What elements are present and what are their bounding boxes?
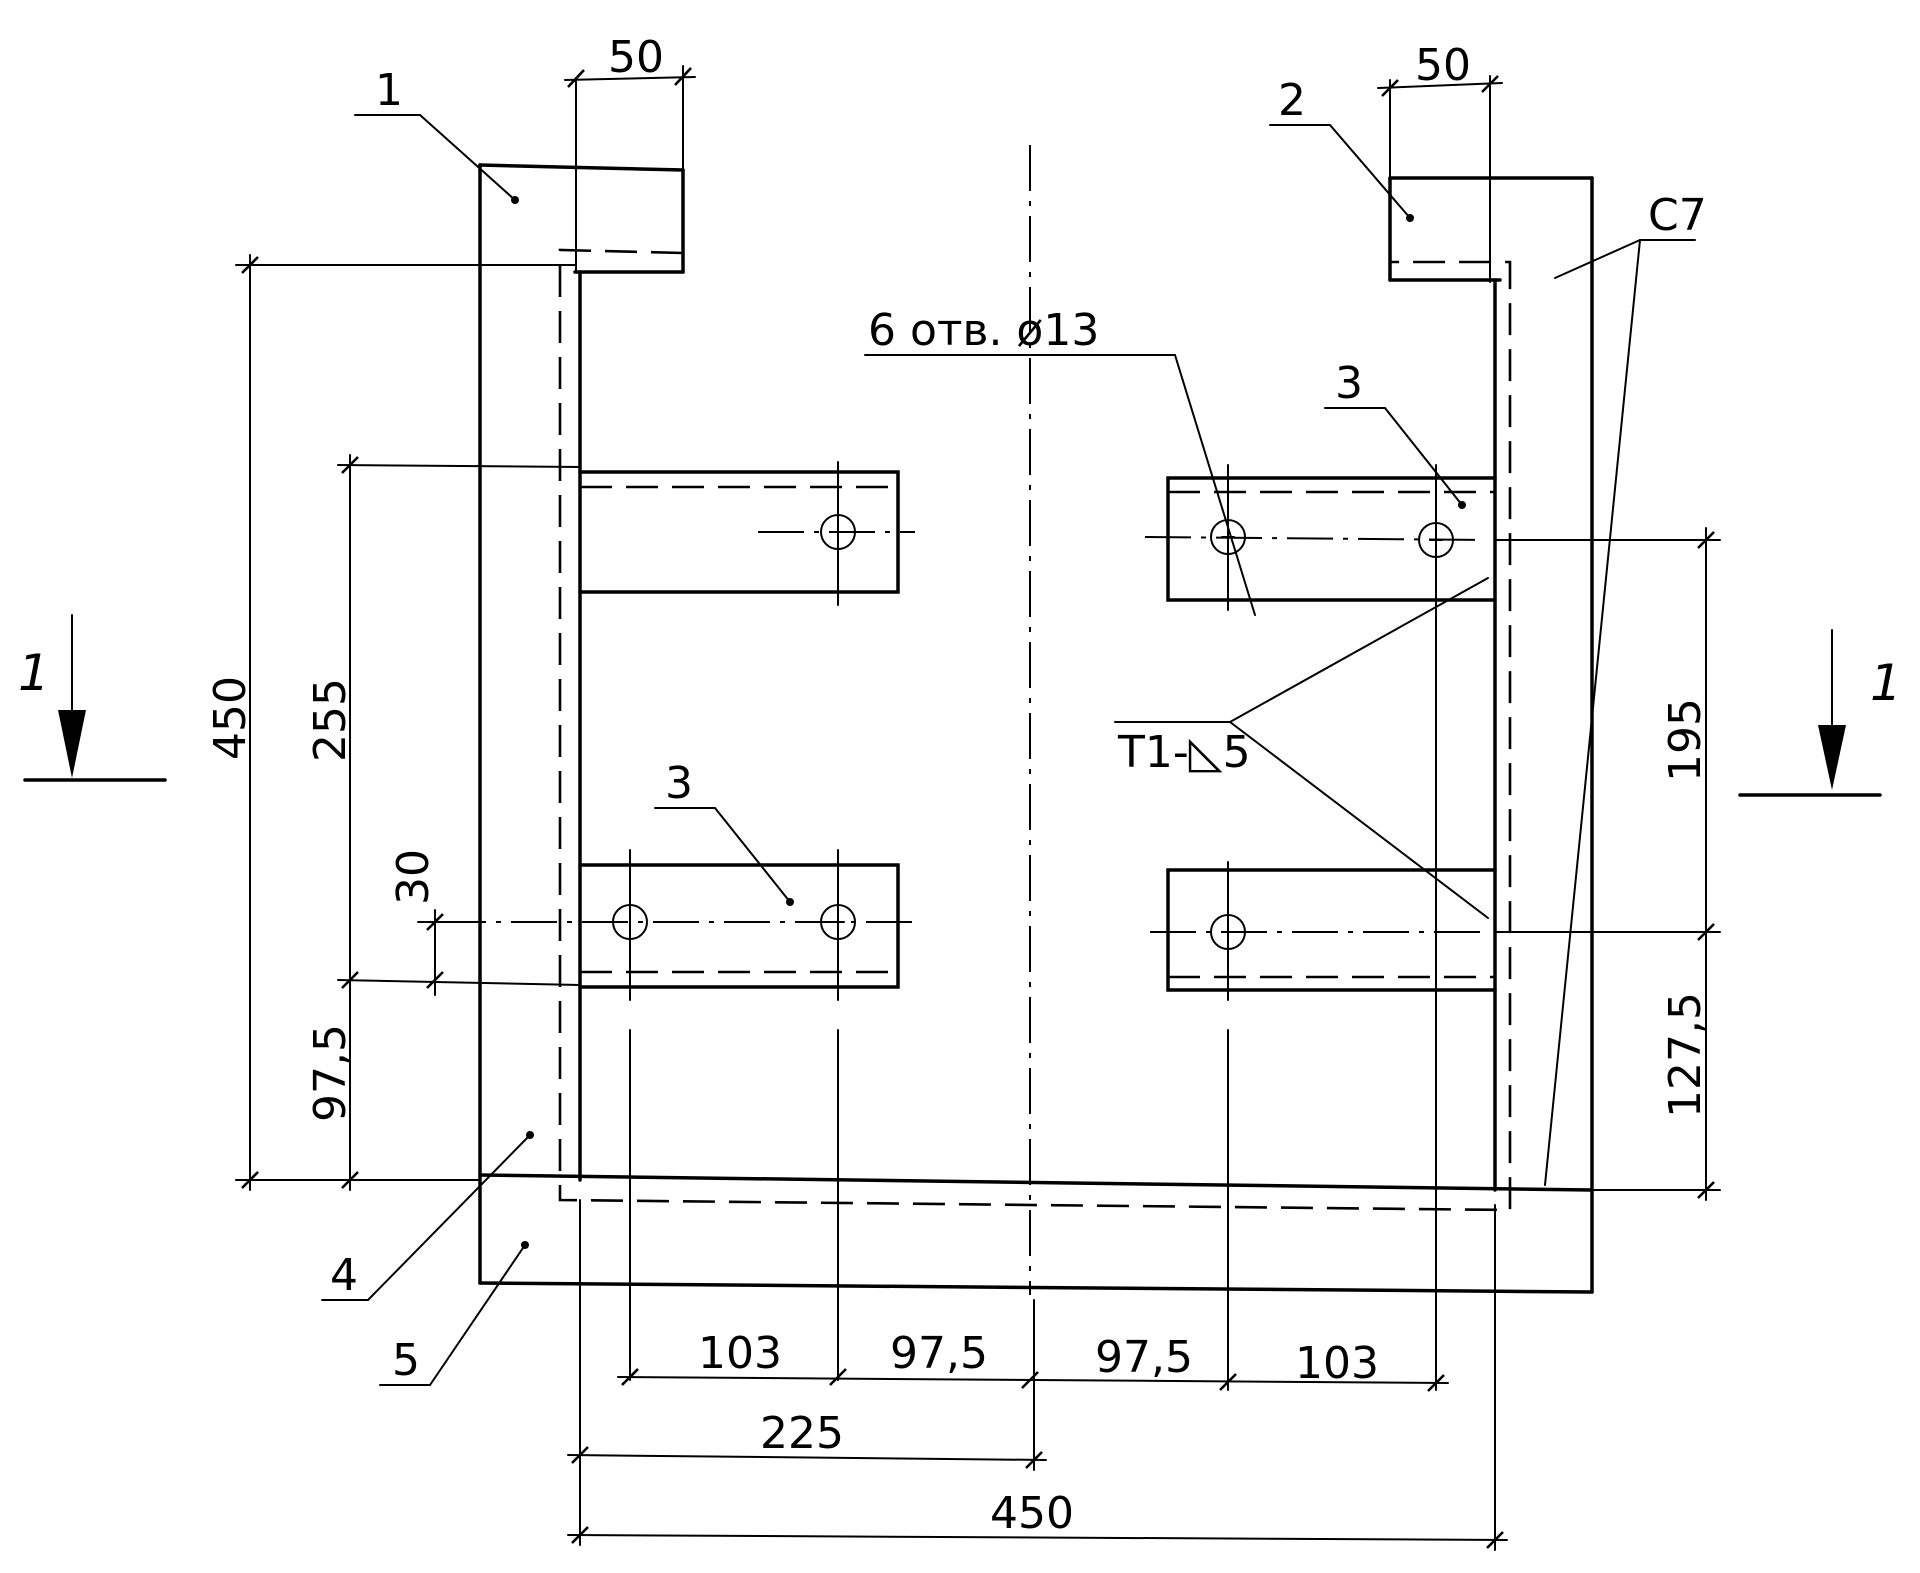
label-pos5: 5 — [392, 1335, 420, 1386]
bracket-top-right — [1166, 476, 1497, 602]
dim-right-195: 195 — [1660, 698, 1711, 782]
dim-height-255: 255 — [305, 678, 356, 762]
section-marker-right — [1738, 629, 1882, 797]
dim-bottom-450: 450 — [990, 1488, 1074, 1539]
label-pos3-top: 3 — [1335, 358, 1363, 409]
texts: 1 2 3 3 4 5 C7 6 отв. ø13 T1-◺5 1 1 50 5… — [18, 32, 1902, 1539]
bracket-bottom-left — [578, 863, 900, 989]
holes — [612, 514, 1454, 950]
dim-top-left-50: 50 — [608, 32, 664, 83]
label-weld-t1: T1-◺5 — [1117, 727, 1251, 778]
label-section-right: 1 — [1870, 654, 1902, 712]
label-pos1: 1 — [375, 65, 403, 116]
frame-hidden-lines — [558, 248, 1512, 1212]
bracket-bottom-right — [1166, 868, 1497, 992]
label-holes-note: 6 отв. ø13 — [868, 305, 1099, 356]
dimension-lines — [235, 65, 1721, 1551]
label-weld-c7: C7 — [1648, 190, 1707, 241]
dim-height-450: 450 — [205, 676, 256, 760]
dim-top-right-50: 50 — [1415, 40, 1471, 91]
label-pos4: 4 — [330, 1250, 358, 1301]
dim-bottom-103-left: 103 — [698, 1328, 782, 1379]
center-lines — [440, 145, 1486, 1295]
label-pos3-bottom: 3 — [665, 758, 693, 809]
dim-bottom-103-right: 103 — [1295, 1338, 1379, 1389]
section-marker-left — [23, 614, 167, 782]
dim-bottom-97-5-left: 97,5 — [890, 1328, 988, 1379]
label-pos2: 2 — [1278, 75, 1306, 126]
label-section-left: 1 — [18, 644, 50, 702]
leaders — [321, 114, 1696, 1386]
dim-height-97-5: 97,5 — [305, 1024, 356, 1122]
frame-outline — [478, 163, 1594, 1294]
dim-right-127-5: 127,5 — [1660, 992, 1711, 1118]
bracket-top-left — [578, 470, 900, 594]
dim-bottom-225: 225 — [760, 1408, 844, 1459]
dim-height-30: 30 — [388, 849, 439, 905]
dim-bottom-97-5-right: 97,5 — [1095, 1332, 1193, 1383]
